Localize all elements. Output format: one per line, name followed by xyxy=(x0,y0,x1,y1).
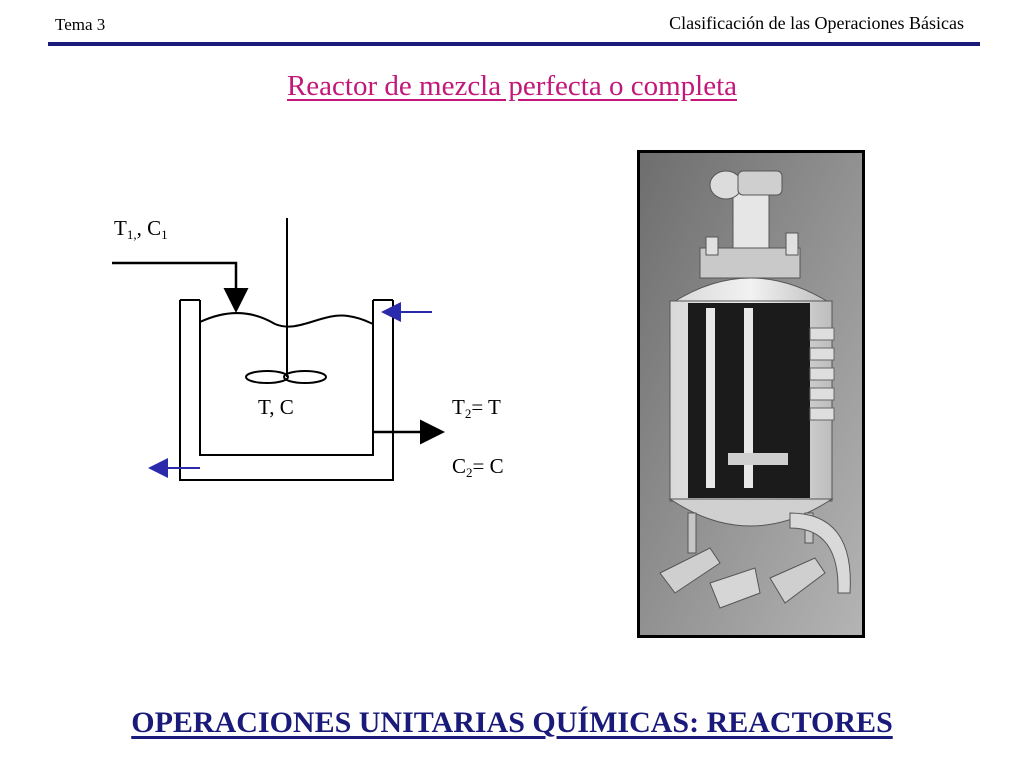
vessel-wall xyxy=(199,300,374,456)
section-title: Clasificación de las Operaciones Básicas xyxy=(669,13,964,33)
impeller-blade-left xyxy=(245,370,289,384)
reactor-photo xyxy=(637,150,865,638)
jacket-outline xyxy=(179,300,394,481)
outlet-concentration-label: C2= C xyxy=(452,454,504,480)
inlet-label: T1,, C1 xyxy=(114,216,168,242)
slide-title: Reactor de mezcla perfecta o completa xyxy=(286,70,738,102)
footer-title: OPERACIONES UNITARIAS QUÍMICAS: REACTORE… xyxy=(131,706,893,739)
liquid-surface xyxy=(199,312,374,328)
header-divider xyxy=(48,42,980,46)
reactor-illustration xyxy=(640,153,862,635)
impeller-blade-right xyxy=(283,370,327,384)
inlet-feed-line xyxy=(112,261,249,313)
cstr-schematic xyxy=(112,218,445,481)
tank-conditions-label: T, C xyxy=(258,395,294,419)
topic-label: Tema 3 xyxy=(55,15,106,34)
outlet-temperature-label: T2= T xyxy=(452,395,501,421)
